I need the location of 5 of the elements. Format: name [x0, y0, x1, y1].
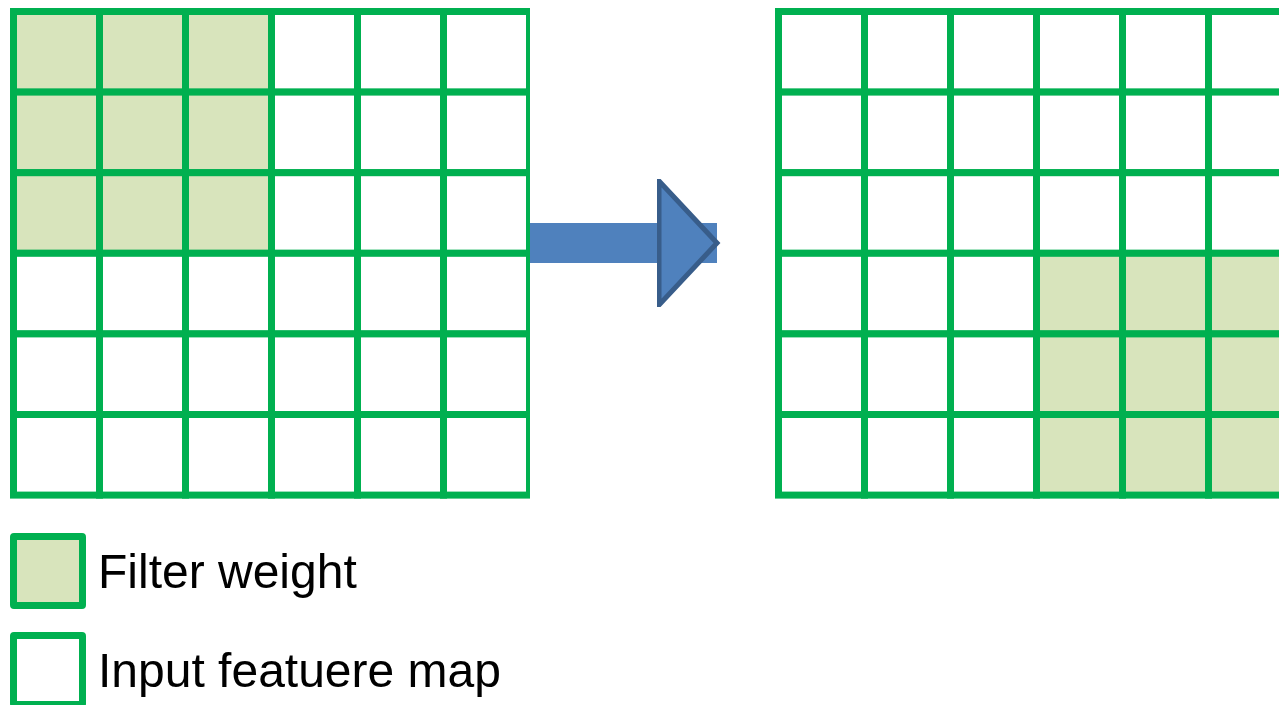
arrow: [530, 178, 720, 308]
legend-label: Filter weight: [98, 543, 357, 599]
grid-drawing: [775, 8, 1279, 499]
grid-drawing: [10, 8, 530, 499]
legend-label: Input featuere map: [98, 642, 501, 698]
